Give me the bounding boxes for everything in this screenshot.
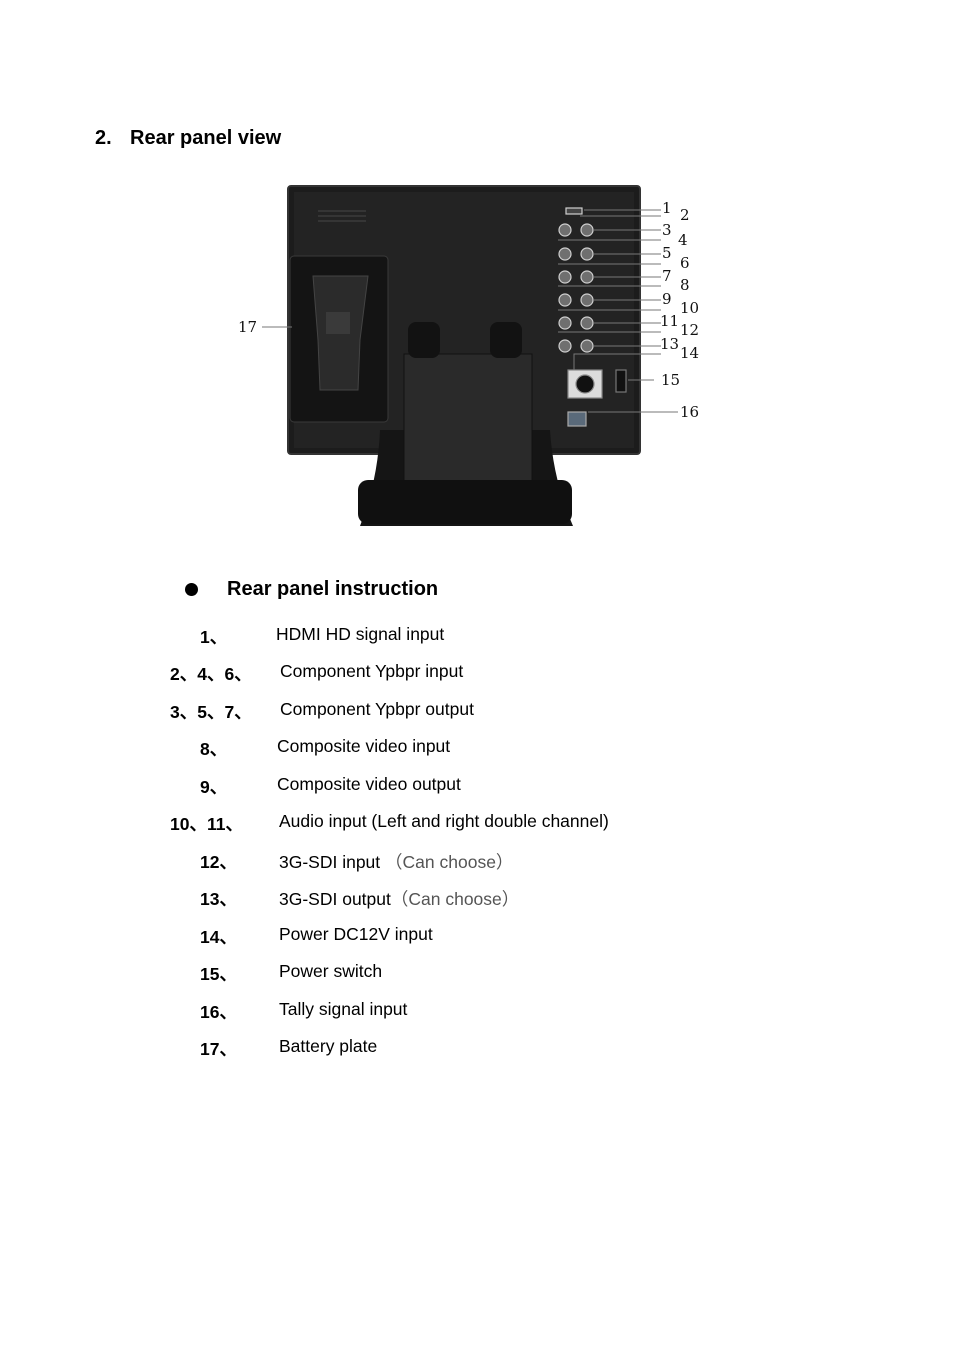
section-title: Rear panel view [130,127,282,149]
callout-6: 6 [680,254,690,272]
callout-15: 15 [661,371,680,389]
callout-11: 11 [660,312,679,330]
callout-12: 12 [680,321,699,339]
battery-plate [289,255,389,423]
callout-lines [262,209,678,413]
rear-panel-photo: 1 2 3 4 5 6 7 8 9 10 11 12 13 14 15 16 1… [238,185,699,526]
vent-slots [318,210,366,222]
callout-1: 1 [662,199,672,217]
callout-2: 2 [680,206,690,224]
callout-7: 7 [662,267,672,285]
callout-5: 5 [662,244,672,262]
callout-8: 8 [680,276,690,294]
callout-4: 4 [678,231,688,249]
bullet-icon [185,583,198,596]
instruction-heading: Rear panel instruction [185,578,438,601]
callout-9: 9 [662,290,672,308]
instruction-heading-text: Rear panel instruction [227,578,439,600]
callout-14: 14 [680,344,699,362]
connector-column [558,207,627,427]
callout-10: 10 [680,299,699,317]
callout-3: 3 [662,221,672,239]
callout-17: 17 [238,318,257,336]
section-heading: 2. Rear panel view [95,127,281,150]
section-number: 2. [95,127,112,149]
callout-16: 16 [680,403,699,421]
callout-13: 13 [660,335,679,353]
